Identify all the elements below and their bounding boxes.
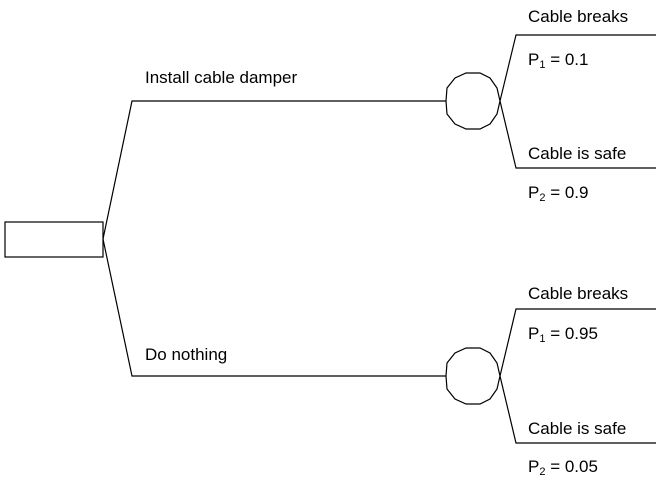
option-branch-nothing: [102, 238, 446, 377]
outcome-branch-nothing-breaks: [499, 308, 656, 377]
outcome-label: Cable is safe: [528, 419, 627, 438]
decision-node: [4, 221, 104, 258]
chance-node-nothing: [445, 347, 501, 405]
outcome-branch-install-breaks: [499, 34, 656, 102]
probability-label: P2 = 0.9: [528, 183, 589, 204]
chance-node-install: [445, 72, 501, 130]
option-label-install: Install cable damper: [145, 68, 298, 87]
outcome-label: Cable is safe: [528, 144, 627, 163]
probability-label: P1 = 0.95: [528, 324, 598, 345]
option-label-nothing: Do nothing: [145, 345, 228, 364]
outcome-label: Cable breaks: [528, 284, 629, 303]
probability-label: P2 = 0.05: [528, 457, 598, 478]
option-branch-install: [102, 100, 446, 240]
outcome-branch-install-safe: [499, 100, 656, 169]
outcome-branch-nothing-safe: [499, 375, 656, 444]
probability-label: P1 = 0.1: [528, 50, 589, 71]
outcome-label: Cable breaks: [528, 7, 629, 26]
